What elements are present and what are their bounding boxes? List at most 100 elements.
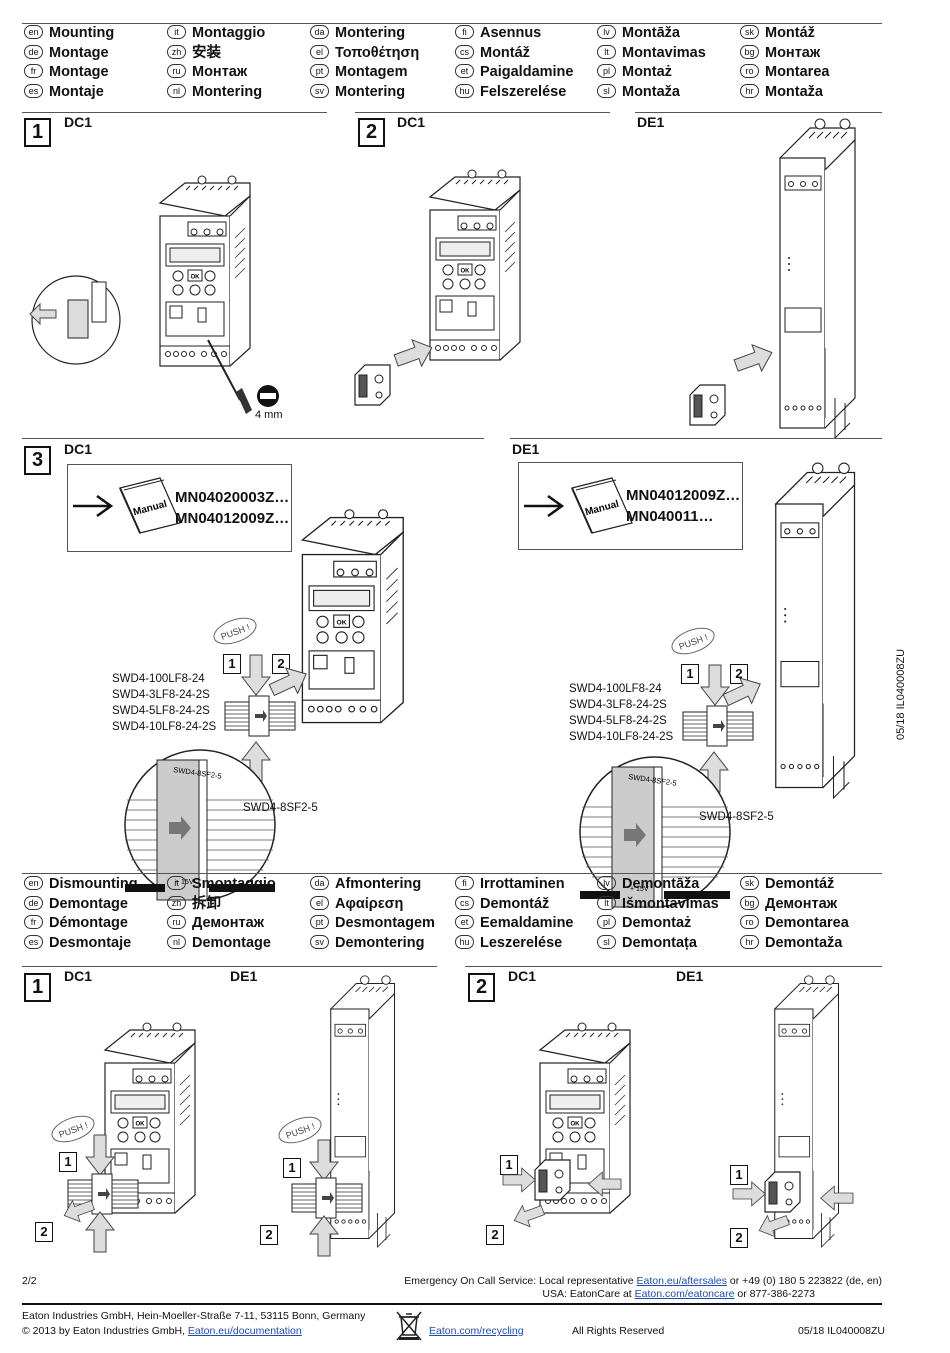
language-code-badge: fr	[24, 915, 43, 929]
language-label: Montagem	[335, 64, 408, 80]
language-code-badge: lv	[597, 876, 616, 890]
language-code-badge: pt	[310, 64, 329, 78]
dismount-step-1-model-de1: DE1	[230, 968, 258, 984]
connector-ribbon-icon	[224, 695, 296, 737]
language-code-badge: de	[24, 44, 43, 59]
language-code-badge: zh	[167, 44, 186, 59]
language-label: Démontage	[49, 915, 128, 931]
callout-1: 1	[730, 1165, 748, 1185]
de1-drive-illustration	[774, 975, 840, 1248]
callout-1: 1	[59, 1152, 77, 1172]
callout-2: 2	[486, 1225, 504, 1245]
de1-manual-code-2: MN040011…	[626, 508, 714, 525]
language-code-badge: es	[24, 83, 43, 98]
language-label: Desmontagem	[335, 915, 435, 931]
pull-arrow-icon	[510, 1199, 548, 1232]
language-label: Montaje	[49, 83, 104, 100]
connector-zoom-circle: SWD4-8SF2-5 + 15V	[580, 757, 732, 909]
language-label: Demontering	[335, 934, 425, 951]
language-code-badge: ro	[740, 915, 759, 929]
language-label: Montaža	[622, 83, 680, 100]
pull-arrow-icon	[60, 1194, 98, 1227]
language-label: Leszerelése	[480, 934, 563, 951]
step-3-model-de1: DE1	[512, 441, 540, 457]
language-code-badge: fi	[455, 876, 474, 890]
dc1-manual-box	[67, 464, 292, 552]
footer-rule	[22, 1303, 882, 1305]
eatoncare-link[interactable]: Eaton.com/eatoncare	[634, 1288, 735, 1300]
language-code-badge: cs	[455, 44, 474, 59]
manual-book-icon: Manual	[119, 477, 181, 534]
language-label: Demontața	[622, 934, 697, 951]
arrow-right-icon	[524, 494, 565, 518]
footer-doc-code: 05/18 IL040008ZU	[798, 1325, 885, 1337]
side-document-code: 05/18 IL040008ZU	[895, 648, 907, 740]
language-code-badge: nl	[167, 83, 186, 98]
language-code-badge: zh	[167, 895, 186, 910]
push-text: PUSH !	[58, 1120, 90, 1140]
language-entry: fi Asennus	[455, 24, 541, 44]
push-label: PUSH !	[671, 627, 715, 655]
step1-rule	[22, 112, 327, 113]
callout-2: 2	[272, 654, 290, 674]
recycling-link[interactable]: Eaton.com/recycling	[429, 1325, 524, 1337]
step2-rule	[355, 112, 610, 113]
usa-suffix: or 877-386-2273	[734, 1288, 815, 1300]
company-address: Eaton Industries GmbH, Hein-Moeller-Stra…	[22, 1310, 366, 1322]
insert-arrow-icon	[390, 333, 438, 375]
language-code-badge: fi	[455, 25, 474, 39]
aftersales-link[interactable]: Eaton.eu/aftersales	[636, 1275, 728, 1287]
language-label: Montage	[49, 44, 109, 61]
language-label: Montering	[192, 83, 263, 100]
language-code-badge: lv	[597, 25, 616, 39]
step-1-model: DC1	[64, 114, 93, 130]
language-code-badge: pl	[597, 64, 616, 78]
callout-1: 1	[681, 664, 699, 684]
cover-removal-detail	[29, 275, 121, 365]
language-entry: sv Demontering	[310, 934, 424, 954]
step-2-number: 2	[358, 118, 385, 147]
language-code-badge: bg	[740, 44, 759, 59]
language-label: Монтаж	[765, 44, 821, 61]
documentation-link[interactable]: Eaton.eu/documentation	[187, 1325, 302, 1337]
push-up-arrow-icon	[309, 1215, 339, 1257]
language-code-badge: sv	[310, 934, 329, 949]
language-code-badge: sl	[597, 934, 616, 949]
de1-manual-code-1: MN04012009Z…	[626, 487, 741, 504]
language-code-badge: it	[167, 25, 186, 39]
language-code-badge: et	[455, 915, 474, 929]
language-code-badge: et	[455, 64, 474, 78]
language-code-badge: hr	[740, 83, 759, 98]
copyright-line: © 2013 by Eaton Industries GmbH, Eaton.e…	[22, 1325, 302, 1337]
copyright-prefix: © 2013 by Eaton Industries GmbH,	[22, 1325, 188, 1337]
part-number: SWD4-10LF8-24-2S	[569, 731, 674, 743]
push-text: PUSH !	[678, 632, 710, 652]
step3-de1-rule	[510, 438, 882, 439]
language-label: Asennus	[480, 25, 542, 41]
language-code-badge: de	[24, 895, 43, 910]
language-entry: sl Demontața	[597, 934, 697, 954]
language-label: Монтаж	[192, 64, 248, 80]
language-label: Demontage	[49, 895, 128, 912]
language-label: Irrottaminen	[480, 876, 565, 892]
language-label: Montāža	[622, 25, 680, 41]
language-entry: de Montage	[24, 44, 109, 64]
language-entry: fr Démontage	[24, 914, 128, 934]
step-3-number: 3	[24, 446, 51, 475]
language-label: Αφαίρεση	[335, 895, 404, 912]
language-label: Montaggio	[192, 25, 266, 41]
step-3-model-dc1: DC1	[64, 441, 93, 457]
language-code-badge: pl	[597, 915, 616, 929]
callout-1: 1	[283, 1158, 301, 1178]
language-label: Montavimas	[622, 44, 706, 61]
dismount-top-rule	[22, 873, 882, 874]
